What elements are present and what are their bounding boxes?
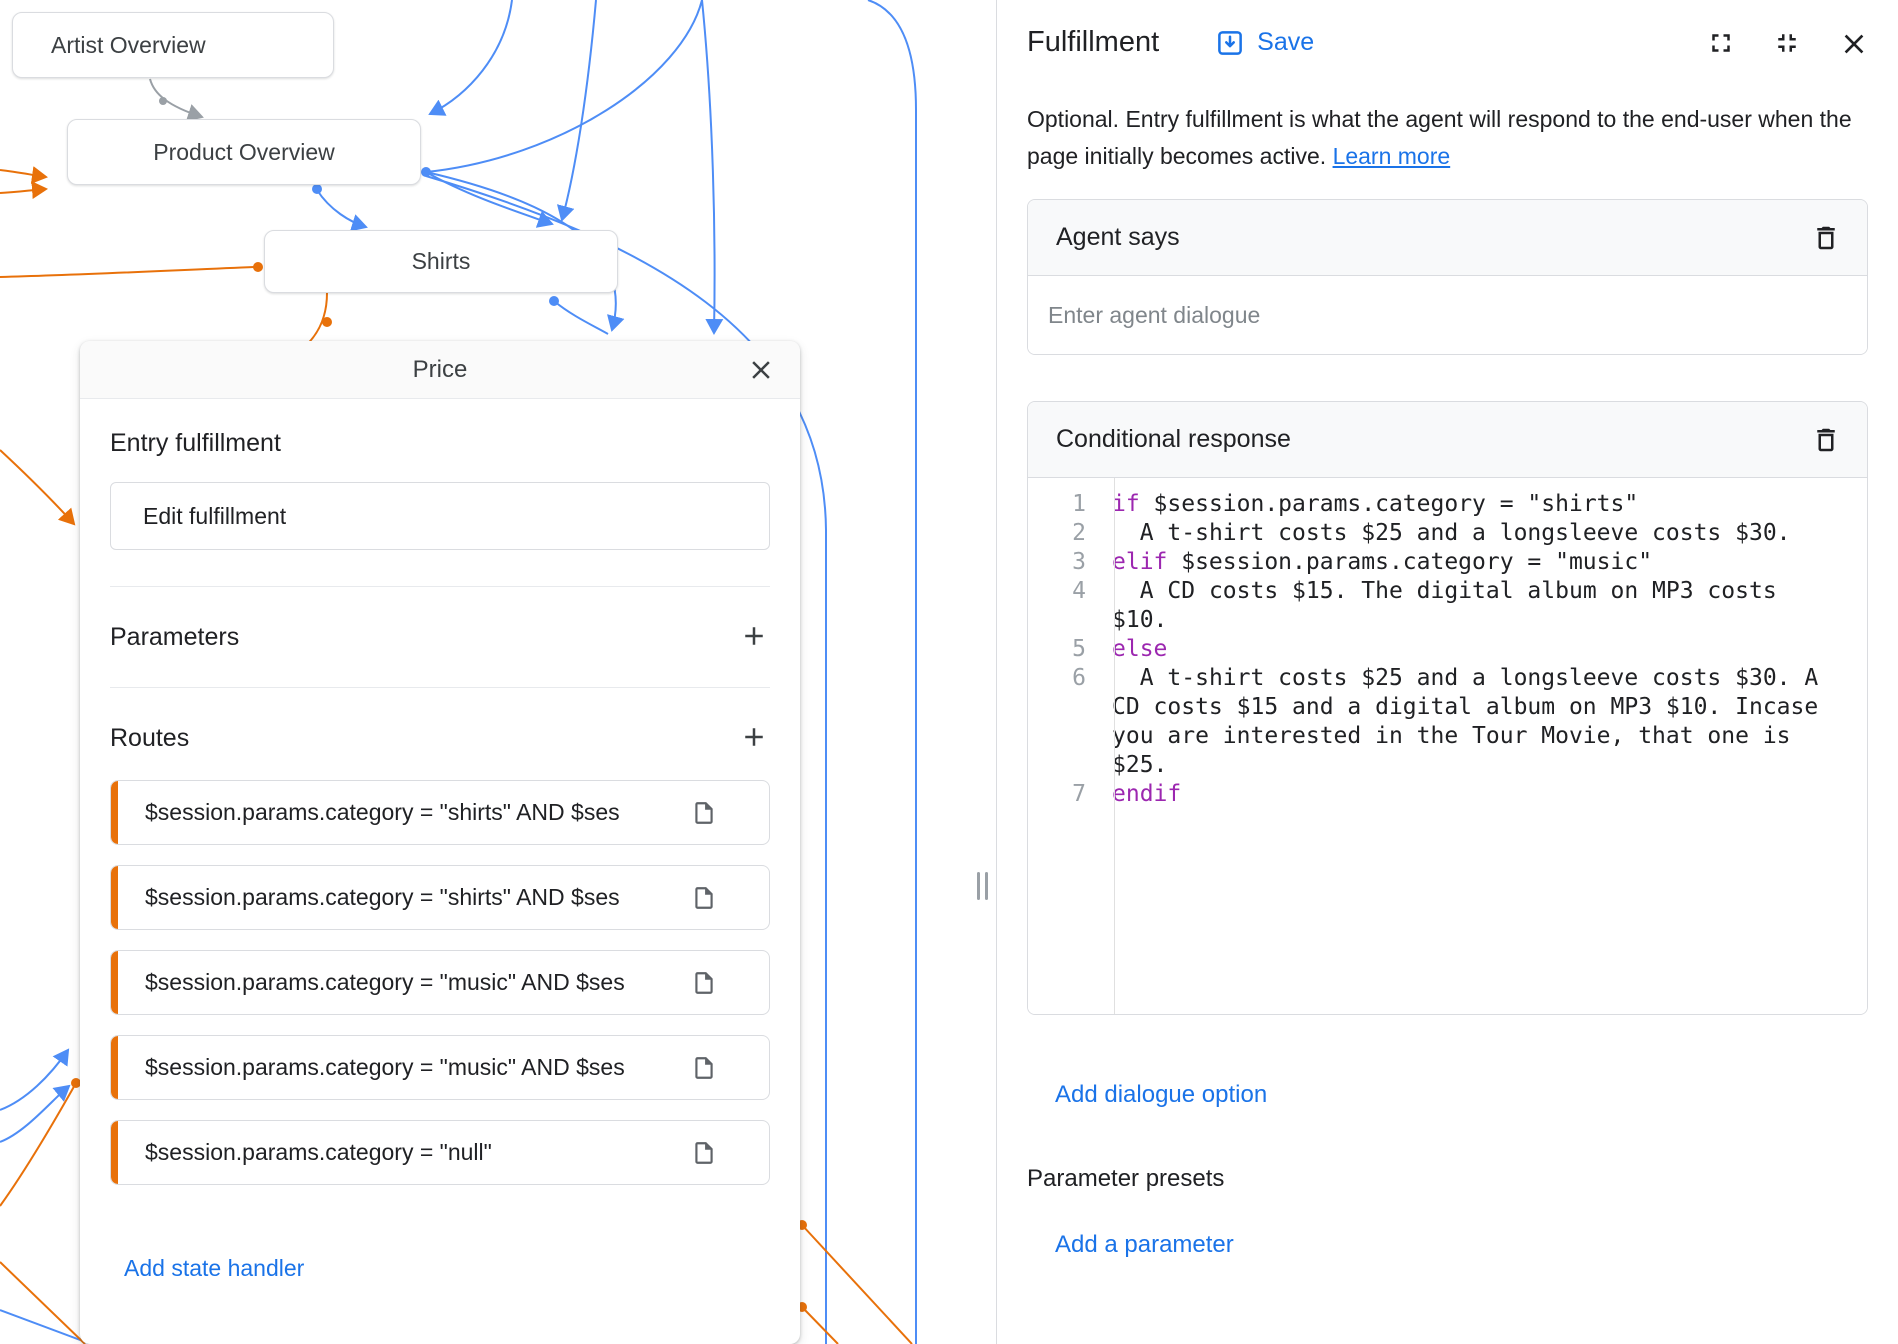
line-number: 3 xyxy=(1072,549,1086,575)
page-icon xyxy=(695,1056,713,1079)
node-label: Artist Overview xyxy=(51,31,206,58)
exit-fullscreen-icon[interactable] xyxy=(1772,28,1802,58)
line-number: 7 xyxy=(1072,781,1086,807)
fullscreen-icon[interactable] xyxy=(1706,28,1736,58)
page-icon[interactable] xyxy=(691,970,717,996)
line-number: 6 xyxy=(1072,665,1086,691)
price-node-title: Price xyxy=(412,355,468,383)
line-number: 1 xyxy=(1072,491,1086,517)
code-text: A t-shirt costs $25 and a longsleeve cos… xyxy=(1112,520,1791,546)
close-icon[interactable] xyxy=(746,355,776,385)
node-artist-overview[interactable]: Artist Overview xyxy=(12,12,334,78)
route-condition-item[interactable]: $session.params.category = "shirts" AND … xyxy=(110,780,770,845)
add-parameter-plus-button[interactable] xyxy=(738,621,770,653)
agent-says-header: Agent says xyxy=(1028,200,1867,276)
routes-label: Routes xyxy=(110,723,190,752)
route-condition-item[interactable]: $session.params.category = "music" AND $… xyxy=(110,1035,770,1100)
code-line: 1 if $session.params.category = "shirts" xyxy=(1028,490,1867,519)
edit-fulfillment-label: Edit fulfillment xyxy=(143,502,287,529)
price-node-header: Price xyxy=(80,341,800,399)
panel-header: Fulfillment Save xyxy=(1027,26,1868,59)
route-condition-text: $session.params.category = "shirts" AND … xyxy=(145,799,620,825)
code-text: A CD costs $15. The digital album on MP3… xyxy=(1112,578,1791,633)
code-text: if $session.params.category = "shirts" xyxy=(1112,491,1639,517)
page-icon xyxy=(695,971,713,994)
save-label: Save xyxy=(1257,28,1315,56)
node-product-overview[interactable]: Product Overview xyxy=(67,119,421,185)
page-icon xyxy=(695,1141,713,1164)
delete-icon[interactable] xyxy=(1811,425,1841,455)
add-state-handler-link[interactable]: Add state handler xyxy=(124,1255,305,1281)
agent-says-section: Agent says xyxy=(1027,199,1868,355)
code-text: A t-shirt costs $25 and a longsleeve cos… xyxy=(1112,665,1833,778)
route-condition-text: $session.params.category = "music" AND $… xyxy=(145,1054,625,1080)
code-line: 5 else xyxy=(1028,635,1867,664)
code-line: 4 A CD costs $15. The digital album on M… xyxy=(1028,577,1867,635)
close-panel-icon[interactable] xyxy=(1838,28,1868,58)
page-icon[interactable] xyxy=(691,800,717,826)
route-condition-item[interactable]: $session.params.category = "null" xyxy=(110,1120,770,1185)
node-label: Product Overview xyxy=(153,138,335,165)
routes-list: $session.params.category = "shirts" AND … xyxy=(110,780,770,1185)
route-condition-text: $session.params.category = "music" AND $… xyxy=(145,969,625,995)
route-condition-text: $session.params.category = "null" xyxy=(145,1139,492,1165)
save-button[interactable]: Save xyxy=(1215,28,1314,58)
plus-icon xyxy=(745,627,763,645)
agent-says-title: Agent says xyxy=(1056,223,1180,251)
parameters-label: Parameters xyxy=(110,622,240,651)
learn-more-link[interactable]: Learn more xyxy=(1332,143,1451,169)
node-shirts[interactable]: Shirts xyxy=(264,230,618,293)
add-dialogue-option-link[interactable]: Add dialogue option xyxy=(1055,1081,1268,1108)
agent-dialogue-input-row xyxy=(1028,276,1867,354)
parameters-section-row: Parameters xyxy=(110,586,770,687)
line-number: 4 xyxy=(1072,578,1086,604)
add-parameter-link[interactable]: Add a parameter xyxy=(1055,1231,1234,1258)
page-icon xyxy=(695,886,713,909)
edit-fulfillment-button[interactable]: Edit fulfillment xyxy=(110,482,770,550)
route-condition-item[interactable]: $session.params.category = "music" AND $… xyxy=(110,950,770,1015)
line-number: 2 xyxy=(1072,520,1086,546)
delete-icon[interactable] xyxy=(1811,223,1841,253)
page-icon[interactable] xyxy=(691,885,717,911)
conditional-response-title: Conditional response xyxy=(1056,425,1291,453)
code-line: 3 elif $session.params.category = "music" xyxy=(1028,548,1867,577)
page-icon[interactable] xyxy=(691,1055,717,1081)
code-text: elif $session.params.category = "music" xyxy=(1112,549,1653,575)
add-route-plus-button[interactable] xyxy=(738,722,770,754)
page-icon xyxy=(695,801,713,824)
agent-dialogue-input[interactable] xyxy=(1028,276,1867,354)
plus-icon xyxy=(745,728,763,746)
code-line: 6 A t-shirt costs $25 and a longsleeve c… xyxy=(1028,664,1867,780)
flow-canvas[interactable]: Artist Overview Product Overview Shirts … xyxy=(0,0,996,1344)
fulfillment-panel: Fulfillment Save Optional. Entry fulfill… xyxy=(996,0,1898,1344)
window-controls xyxy=(1706,28,1868,58)
panel-description: Optional. Entry fulfillment is what the … xyxy=(1027,101,1868,175)
price-node-card: Price Entry fulfillment Edit fulfillment… xyxy=(80,341,800,1344)
route-condition-item[interactable]: $session.params.category = "shirts" AND … xyxy=(110,865,770,930)
node-label: Shirts xyxy=(411,248,471,274)
conditional-response-header: Conditional response xyxy=(1028,402,1867,478)
page-icon[interactable] xyxy=(691,1140,717,1166)
entry-fulfillment-label: Entry fulfillment xyxy=(110,429,281,457)
parameter-presets-heading: Parameter presets xyxy=(1027,1165,1225,1192)
panel-title: Fulfillment xyxy=(1027,26,1160,58)
code-text: endif xyxy=(1112,781,1182,807)
description-text: Optional. Entry fulfillment is what the … xyxy=(1027,106,1852,169)
conditional-response-section: Conditional response 1 if $session.params… xyxy=(1027,401,1868,1015)
code-text: else xyxy=(1112,636,1168,662)
route-condition-text: $session.params.category = "shirts" AND … xyxy=(145,884,620,910)
line-number: 5 xyxy=(1072,636,1086,662)
routes-section-row: Routes xyxy=(110,687,770,780)
code-line: 7 endif xyxy=(1028,780,1867,809)
panel-resize-handle[interactable] xyxy=(977,872,988,900)
flow-connections xyxy=(0,0,917,1344)
code-line: 2 A t-shirt costs $25 and a longsleeve c… xyxy=(1028,519,1867,548)
save-icon xyxy=(1218,30,1243,55)
